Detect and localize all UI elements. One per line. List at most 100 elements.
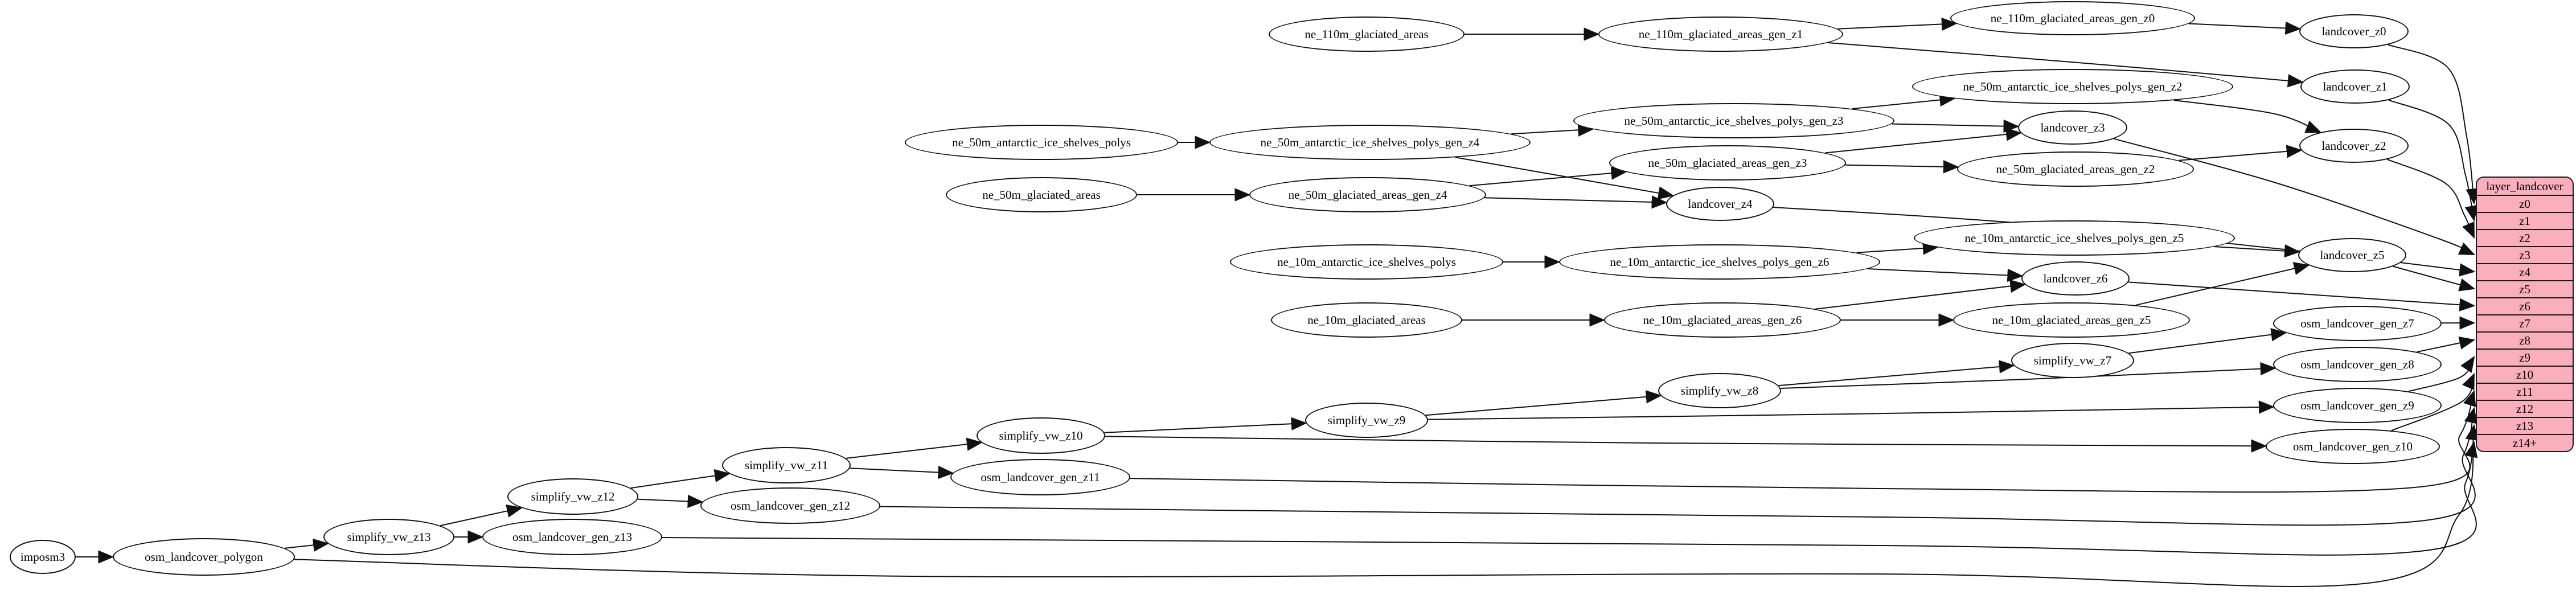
node-osm_landcover_gen_z7: osm_landcover_gen_z7 — [2273, 306, 2442, 341]
edge-landcover_z2-to-layer_landcover-z2 — [2386, 158, 2475, 239]
node-label-landcover_z5: landcover_z5 — [2320, 248, 2385, 262]
edge-ne_50m_glaciated_areas_gen_z4-to-landcover_z4 — [1484, 195, 1668, 209]
node-label-ne_50m_glaciated_areas_gen_z2: ne_50m_glaciated_areas_gen_z2 — [1996, 162, 2155, 176]
edge-ne_50m_glaciated_areas_gen_z4-to-ne_50m_glaciated_areas_gen_z3 — [1469, 166, 1627, 187]
node-ne_110m_glaciated_areas_gen_z1: ne_110m_glaciated_areas_gen_z1 — [1598, 17, 1843, 52]
table-row-z13: z13 — [2477, 417, 2573, 434]
node-label-ne_10m_antarctic_ice_shelves_polys_gen_z5: ne_10m_antarctic_ice_shelves_polys_gen_z… — [1964, 231, 2184, 245]
node-label-landcover_z1: landcover_z1 — [2323, 79, 2388, 93]
node-ne_50m_glaciated_areas_gen_z3: ne_50m_glaciated_areas_gen_z3 — [1609, 145, 1846, 181]
edge-simplify_vw_z7-to-osm_landcover_gen_z7 — [2128, 328, 2287, 354]
edge-simplify_vw_z11-to-simplify_vw_z10 — [846, 437, 983, 459]
node-simplify_vw_z10: simplify_vw_z10 — [977, 417, 1105, 454]
node-label-ne_110m_glaciated_areas_gen_z0: ne_110m_glaciated_areas_gen_z0 — [1990, 11, 2155, 25]
edge-landcover_z6-to-layer_landcover-z6 — [2128, 281, 2476, 311]
edge-osm_landcover_gen_z8-to-layer_landcover-z8 — [2417, 336, 2476, 353]
table-row-z5: z5 — [2477, 280, 2573, 297]
edge-ne_50m_antarctic_ice_shelves_polys_gen_z4-to-ne_50m_antarctic_ice_shelves_polys_gen_z3 — [1511, 123, 1594, 137]
node-ne_110m_glaciated_areas_gen_z0: ne_110m_glaciated_areas_gen_z0 — [1950, 1, 2195, 35]
node-label-osm_landcover_gen_z9: osm_landcover_gen_z9 — [2300, 398, 2414, 412]
edge-landcover_z3-to-layer_landcover-z3 — [2114, 138, 2476, 255]
edge-simplify_vw_z11-to-osm_landcover_gen_z11 — [850, 465, 954, 479]
node-label-simplify_vw_z7: simplify_vw_z7 — [2033, 353, 2112, 367]
node-landcover_z1: landcover_z1 — [2300, 69, 2410, 104]
node-osm_landcover_gen_z12: osm_landcover_gen_z12 — [700, 487, 880, 524]
edge-ne_110m_glaciated_areas_gen_z1-to-ne_110m_glaciated_areas_gen_z0 — [1837, 17, 1958, 31]
table-row-z7: z7 — [2477, 314, 2573, 331]
node-landcover_z3: landcover_z3 — [2018, 110, 2127, 145]
node-ne_50m_antarctic_ice_shelves_polys_gen_z4: ne_50m_antarctic_ice_shelves_polys_gen_z… — [1209, 125, 1531, 160]
edge-landcover_z1-to-layer_landcover-z1 — [2388, 99, 2478, 222]
edge-ne_10m_antarctic_ice_shelves_polys_gen_z6-to-landcover_z6 — [1867, 268, 2024, 282]
edge-ne_50m_antarctic_ice_shelves_polys_gen_z3-to-landcover_z3 — [1892, 119, 2020, 133]
edge-simplify_vw_z10-to-simplify_vw_z9 — [1104, 417, 1307, 433]
node-ne_10m_antarctic_ice_shelves_polys_gen_z5: ne_10m_antarctic_ice_shelves_polys_gen_z… — [1914, 220, 2235, 256]
node-osm_landcover_polygon: osm_landcover_polygon — [113, 538, 295, 576]
edge-osm_landcover_polygon-to-layer_landcover-z14+ — [294, 441, 2478, 588]
edge-osm_landcover_gen_z13-to-layer_landcover-z13 — [662, 424, 2479, 556]
edge-simplify_vw_z13-to-simplify_vw_z12 — [440, 504, 523, 527]
node-label-ne_50m_glaciated_areas_gen_z4: ne_50m_glaciated_areas_gen_z4 — [1288, 187, 1447, 202]
node-label-landcover_z2: landcover_z2 — [2321, 138, 2386, 153]
node-label-ne_50m_antarctic_ice_shelves_polys_gen_z3: ne_50m_antarctic_ice_shelves_polys_gen_z… — [1624, 113, 1844, 128]
edge-osm_landcover_gen_z10-to-layer_landcover-z10 — [2391, 372, 2475, 432]
node-ne_10m_antarctic_ice_shelves_polys: ne_10m_antarctic_ice_shelves_polys — [1230, 244, 1503, 280]
node-label-ne_10m_antarctic_ice_shelves_polys_gen_z6: ne_10m_antarctic_ice_shelves_polys_gen_z… — [1610, 255, 1830, 269]
table-row-z9: z9 — [2477, 348, 2573, 366]
node-label-osm_landcover_gen_z13: osm_landcover_gen_z13 — [512, 530, 632, 544]
node-label-ne_50m_glaciated_areas: ne_50m_glaciated_areas — [982, 187, 1101, 202]
node-simplify_vw_z7: simplify_vw_z7 — [2011, 343, 2134, 378]
table-row-z0: z0 — [2477, 195, 2573, 212]
node-ne_50m_glaciated_areas: ne_50m_glaciated_areas — [946, 177, 1137, 212]
node-imposm3: imposm3 — [10, 540, 76, 574]
edge-osm_landcover_gen_z11-to-layer_landcover-z11 — [1130, 389, 2476, 493]
edge-ne_50m_glaciated_areas_gen_z3-to-ne_50m_glaciated_areas_gen_z2 — [1845, 160, 1959, 174]
node-ne_110m_glaciated_areas: ne_110m_glaciated_areas — [1269, 17, 1465, 52]
node-label-ne_50m_antarctic_ice_shelves_polys_gen_z2: ne_50m_antarctic_ice_shelves_polys_gen_z… — [1963, 79, 2183, 93]
node-landcover_z6: landcover_z6 — [2021, 261, 2130, 296]
edge-simplify_vw_z9-to-osm_landcover_gen_z9 — [1428, 400, 2275, 420]
node-osm_landcover_gen_z10: osm_landcover_gen_z10 — [2266, 429, 2440, 464]
edge-simplify_vw_z8-to-simplify_vw_z7 — [1778, 360, 2015, 387]
table-row-z6: z6 — [2477, 297, 2573, 314]
edge-simplify_vw_z12-to-simplify_vw_z11 — [630, 469, 731, 489]
node-label-osm_landcover_gen_z10: osm_landcover_gen_z10 — [2293, 439, 2413, 453]
node-ne_50m_glaciated_areas_gen_z2: ne_50m_glaciated_areas_gen_z2 — [1957, 151, 2194, 187]
table-title: layer_landcover — [2486, 179, 2563, 193]
node-label-landcover_z0: landcover_z0 — [2321, 24, 2386, 38]
edge-ne_50m_antarctic_ice_shelves_polys_gen_z2-to-landcover_z2 — [2173, 100, 2322, 133]
edge-osm_landcover_polygon-to-simplify_vw_z13 — [284, 538, 330, 552]
node-landcover_z5: landcover_z5 — [2298, 238, 2406, 272]
node-label-landcover_z6: landcover_z6 — [2043, 271, 2108, 285]
node-ne_10m_glaciated_areas_gen_z6: ne_10m_glaciated_areas_gen_z6 — [1604, 302, 1841, 338]
edge-ne_10m_antarctic_ice_shelves_polys_gen_z5-to-landcover_z5 — [2214, 244, 2301, 258]
edge-simplify_vw_z12-to-osm_landcover_gen_z12 — [637, 494, 704, 509]
node-label-ne_110m_glaciated_areas_gen_z1: ne_110m_glaciated_areas_gen_z1 — [1638, 27, 1803, 41]
node-label-landcover_z4: landcover_z4 — [1688, 196, 1753, 211]
node-label-ne_10m_antarctic_ice_shelves_polys: ne_10m_antarctic_ice_shelves_polys — [1277, 255, 1456, 269]
table-row-z2: z2 — [2477, 229, 2573, 246]
edge-osm_landcover_gen_z9-to-layer_landcover-z9 — [2408, 356, 2475, 392]
node-simplify_vw_z9: simplify_vw_z9 — [1305, 403, 1428, 438]
node-landcover_z0: landcover_z0 — [2299, 14, 2409, 48]
node-label-osm_landcover_gen_z12: osm_landcover_gen_z12 — [731, 498, 850, 512]
node-ne_50m_antarctic_ice_shelves_polys_gen_z3: ne_50m_antarctic_ice_shelves_polys_gen_z… — [1573, 103, 1894, 138]
edge-ne_10m_glaciated_areas_gen_z5-to-landcover_z5 — [2135, 262, 2310, 306]
node-osm_landcover_gen_z13: osm_landcover_gen_z13 — [482, 519, 662, 555]
edge-ne_50m_glaciated_areas_gen_z2-to-landcover_z2 — [2179, 145, 2303, 161]
node-osm_landcover_gen_z11: osm_landcover_gen_z11 — [950, 459, 1130, 495]
edge-ne_110m_glaciated_areas_gen_z1-to-landcover_z1 — [1828, 42, 2304, 88]
table-row-z3: z3 — [2477, 246, 2573, 263]
edge-ne_10m_glaciated_areas_gen_z6-to-landcover_z6 — [1815, 279, 2027, 310]
node-label-ne_110m_glaciated_areas: ne_110m_glaciated_areas — [1305, 27, 1429, 41]
node-label-ne_50m_antarctic_ice_shelves_polys: ne_50m_antarctic_ice_shelves_polys — [952, 135, 1131, 149]
edge-ne_110m_glaciated_areas_gen_z0-to-landcover_z0 — [2188, 21, 2302, 35]
node-label-osm_landcover_gen_z8: osm_landcover_gen_z8 — [2300, 357, 2414, 371]
node-simplify_vw_z13: simplify_vw_z13 — [323, 519, 454, 555]
node-osm_landcover_gen_z9: osm_landcover_gen_z9 — [2273, 388, 2442, 423]
edge-ne_10m_antarctic_ice_shelves_polys_gen_z6-to-ne_10m_antarctic_ice_shelves_polys_gen_z5 — [1856, 241, 1939, 255]
edge-simplify_vw_z10-to-osm_landcover_gen_z10 — [1105, 436, 2267, 453]
